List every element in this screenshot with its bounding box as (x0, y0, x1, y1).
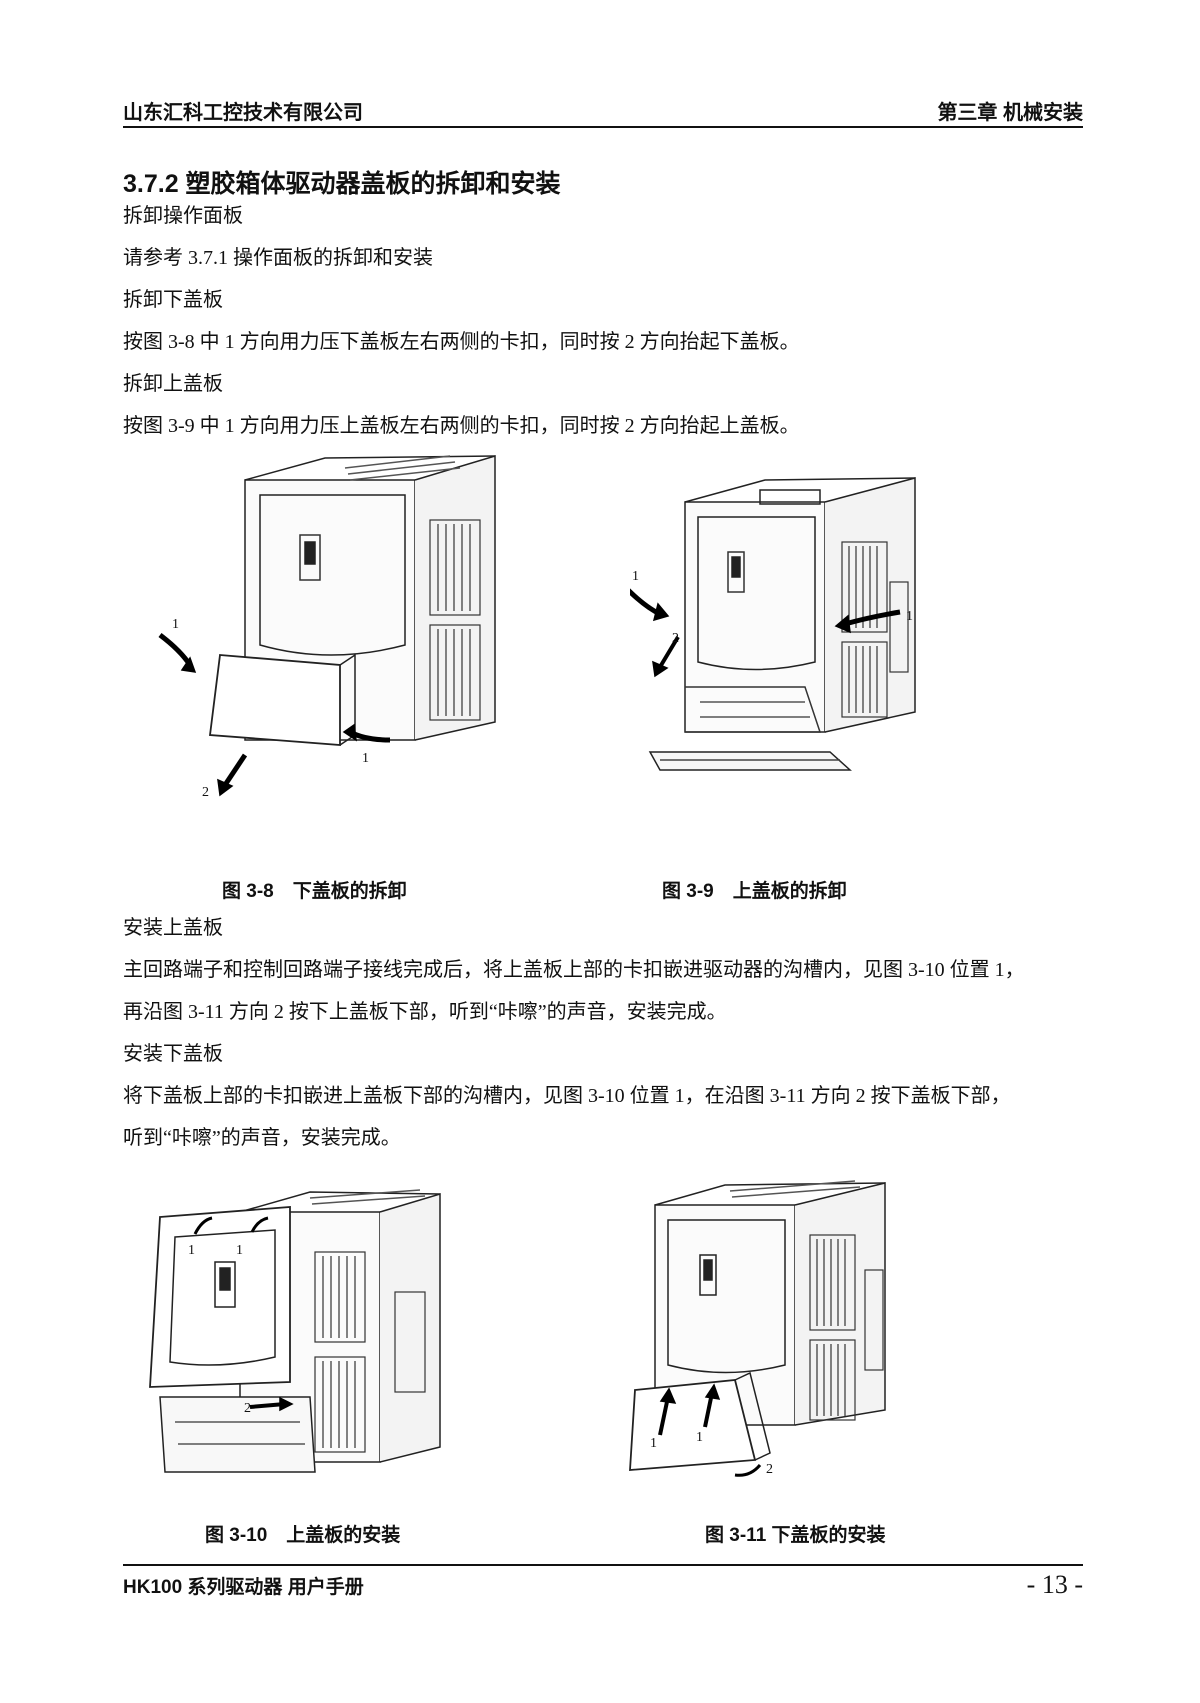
fig3-label-1a: 1 (188, 1243, 195, 1258)
paragraph-install-lower-heading: 安装下盖板 (123, 1043, 223, 1065)
paragraph-remove-upper-text: 按图 3-9 中 1 方向用力压上盖板左右两侧的卡扣，同时按 2 方向抬起上盖板… (123, 415, 800, 437)
caption-figure-3-9: 图 3-9 上盖板的拆卸 (662, 881, 847, 902)
fig2-label-1a: 1 (632, 569, 639, 584)
caption-figure-3-11: 图 3-11 下盖板的安装 (705, 1525, 886, 1546)
footer-rule (123, 1564, 1083, 1566)
paragraph-remove-lower-heading: 拆卸下盖板 (123, 289, 223, 311)
manual-title: HK100 系列驱动器 用户手册 (123, 1577, 364, 1598)
fig3-label-2: 2 (244, 1401, 251, 1416)
figure-3-10-upper-cover-install: 1 1 2 (140, 1182, 450, 1502)
paragraph-remove-upper-heading: 拆卸上盖板 (123, 373, 223, 395)
paragraph-install-upper-text-1: 主回路端子和控制回路端子接线完成后，将上盖板上部的卡扣嵌进驱动器的沟槽内，见图 … (123, 959, 1025, 981)
paragraph-refer: 请参考 3.7.1 操作面板的拆卸和安装 (123, 247, 433, 269)
page-header: 山东汇科工控技术有限公司 第三章 机械安装 (123, 96, 1083, 128)
page-number: - 13 - (1026, 1570, 1083, 1599)
caption-figure-3-8: 图 3-8 下盖板的拆卸 (222, 881, 407, 902)
paragraph-remove-panel-heading: 拆卸操作面板 (123, 205, 243, 227)
company-name: 山东汇科工控技术有限公司 (123, 102, 363, 124)
fig1-label-1b: 1 (362, 751, 369, 766)
chapter-title: 第三章 机械安装 (937, 102, 1083, 124)
paragraph-remove-lower-text: 按图 3-8 中 1 方向用力压下盖板左右两侧的卡扣，同时按 2 方向抬起下盖板… (123, 331, 800, 353)
figure-3-9-upper-cover-removal: 1 1 2 (630, 462, 950, 782)
figure-3-8-lower-cover-removal: 1 1 2 (150, 450, 510, 810)
paragraph-install-upper-text-2: 再沿图 3-11 方向 2 按下上盖板下部，听到“咔嚓”的声音，安装完成。 (123, 1001, 727, 1023)
fig2-label-1b: 1 (906, 609, 913, 624)
caption-figure-3-10: 图 3-10 上盖板的安装 (205, 1525, 401, 1546)
paragraph-install-lower-text-2: 听到“咔嚓”的声音，安装完成。 (123, 1127, 401, 1149)
paragraph-install-lower-text-1: 将下盖板上部的卡扣嵌进上盖板下部的沟槽内，见图 3-10 位置 1，在沿图 3-… (123, 1085, 1011, 1107)
fig3-label-1b: 1 (236, 1243, 243, 1258)
fig2-label-2: 2 (672, 631, 679, 646)
fig4-label-1a: 1 (650, 1436, 657, 1451)
fig4-label-1b: 1 (696, 1430, 703, 1445)
figure-3-11-lower-cover-install: 1 1 2 (620, 1165, 920, 1495)
fig1-label-1a: 1 (172, 617, 179, 632)
fig1-label-2: 2 (202, 785, 209, 800)
fig4-label-2: 2 (766, 1462, 773, 1477)
section-title: 3.7.2 塑胶箱体驱动器盖板的拆卸和安装 (123, 170, 561, 198)
paragraph-install-upper-heading: 安装上盖板 (123, 917, 223, 939)
